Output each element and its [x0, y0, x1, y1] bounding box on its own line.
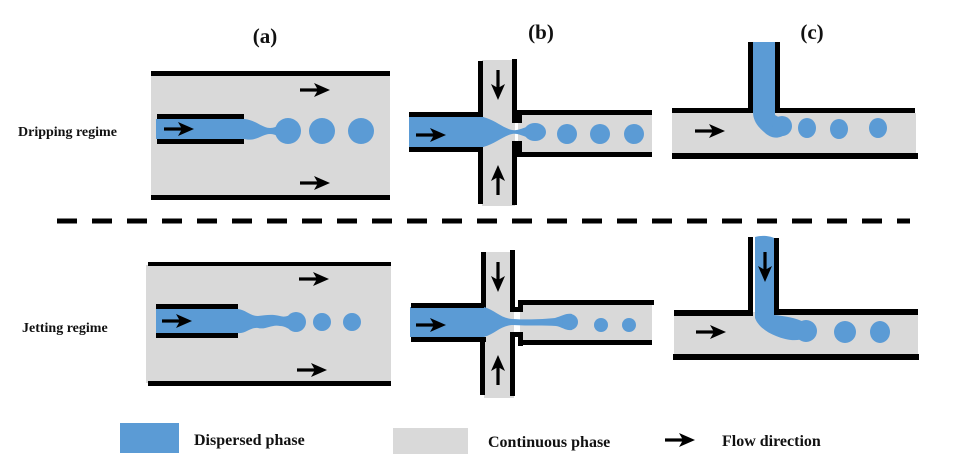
- panel-label-b: (b): [528, 20, 554, 44]
- channel-wall: [411, 303, 486, 308]
- channel-wall: [776, 309, 918, 315]
- channel-wall: [672, 108, 753, 113]
- droplet: [562, 314, 578, 330]
- legend-label-flow: Flow direction: [722, 433, 821, 450]
- channel-wall: [480, 337, 485, 395]
- droplet: [624, 124, 644, 144]
- legend-flow-arrow-icon: [665, 433, 695, 447]
- channel-wall: [411, 337, 486, 342]
- channel-wall: [673, 354, 919, 360]
- droplet: [275, 118, 301, 144]
- channel-wall: [517, 152, 652, 157]
- dispersed-thread: [484, 307, 572, 337]
- dispersed-thread: [156, 309, 296, 334]
- row-label-dripping: Dripping regime: [18, 125, 117, 140]
- channel-wall: [512, 59, 517, 123]
- channel-wall: [518, 340, 652, 345]
- legend-label-continuous: Continuous phase: [488, 434, 610, 451]
- dispersed-thread: [753, 42, 788, 138]
- droplet: [524, 123, 546, 141]
- channel-wall: [748, 237, 753, 315]
- inner-tube-wall: [157, 114, 244, 119]
- channel-wall: [510, 332, 515, 396]
- droplet: [870, 321, 890, 343]
- channel-wall: [151, 71, 390, 76]
- droplet: [348, 118, 374, 144]
- droplet: [313, 313, 331, 331]
- flowfocusing-jetting: [410, 250, 654, 398]
- channel-wall: [512, 141, 517, 205]
- channel-wall: [510, 332, 522, 337]
- channel-wall: [510, 250, 515, 312]
- dispersed-thread: [755, 235, 806, 341]
- droplet: [286, 312, 306, 332]
- inner-tube-wall: [156, 333, 238, 338]
- channel-wall: [148, 262, 391, 266]
- channel-wall: [409, 147, 483, 152]
- channel-wall: [518, 300, 654, 305]
- dispersed-inlet: [410, 307, 484, 337]
- legend: Dispersed phase Continuous phase Flow di…: [120, 423, 821, 454]
- droplet: [309, 118, 335, 144]
- inner-tube-wall: [157, 139, 244, 144]
- droplet: [594, 318, 608, 332]
- droplet: [798, 118, 816, 138]
- droplet: [622, 318, 636, 332]
- channel-wall: [478, 147, 483, 204]
- legend-label-dispersed: Dispersed phase: [194, 432, 305, 449]
- row-label-jetting: Jetting regime: [22, 321, 108, 336]
- channel-wall: [748, 42, 753, 113]
- channel-wall: [148, 381, 391, 386]
- channel-wall: [518, 332, 523, 346]
- channel-wall: [775, 108, 915, 113]
- panel-label-c: (c): [800, 20, 823, 44]
- panel-label-a: (a): [253, 24, 278, 48]
- dispersed-thread: [483, 117, 538, 147]
- flowfocusing-dripping: [409, 59, 652, 206]
- channel-wall: [774, 238, 779, 315]
- coflow-dripping: [151, 71, 390, 200]
- droplet: [772, 116, 792, 136]
- channel-wall: [517, 110, 652, 115]
- dispersed-inlet: [409, 117, 484, 147]
- droplet: [834, 321, 856, 343]
- droplet: [343, 313, 361, 331]
- channel-wall: [517, 110, 522, 122]
- droplet: [590, 124, 610, 144]
- legend-swatch-dispersed: [120, 423, 179, 453]
- channel-wall: [775, 42, 780, 113]
- tjunction-dripping: [672, 42, 918, 159]
- channel-wall: [510, 307, 520, 312]
- droplet: [795, 320, 817, 342]
- tjunction-jetting: [673, 235, 919, 360]
- channel-wall: [478, 61, 483, 117]
- droplet: [557, 124, 577, 144]
- inner-tube-wall: [156, 304, 238, 309]
- channel-wall: [481, 252, 486, 308]
- channel-wall: [517, 141, 522, 157]
- dispersed-thread: [156, 119, 288, 140]
- channel-wall: [674, 310, 753, 316]
- coflow-jetting: [146, 262, 391, 386]
- droplet: [830, 119, 848, 139]
- channel-wall: [151, 195, 390, 200]
- channel-wall: [672, 153, 918, 159]
- channel-wall: [409, 112, 483, 117]
- channel-wall: [518, 300, 523, 312]
- droplet: [869, 118, 887, 138]
- legend-swatch-continuous: [393, 428, 468, 454]
